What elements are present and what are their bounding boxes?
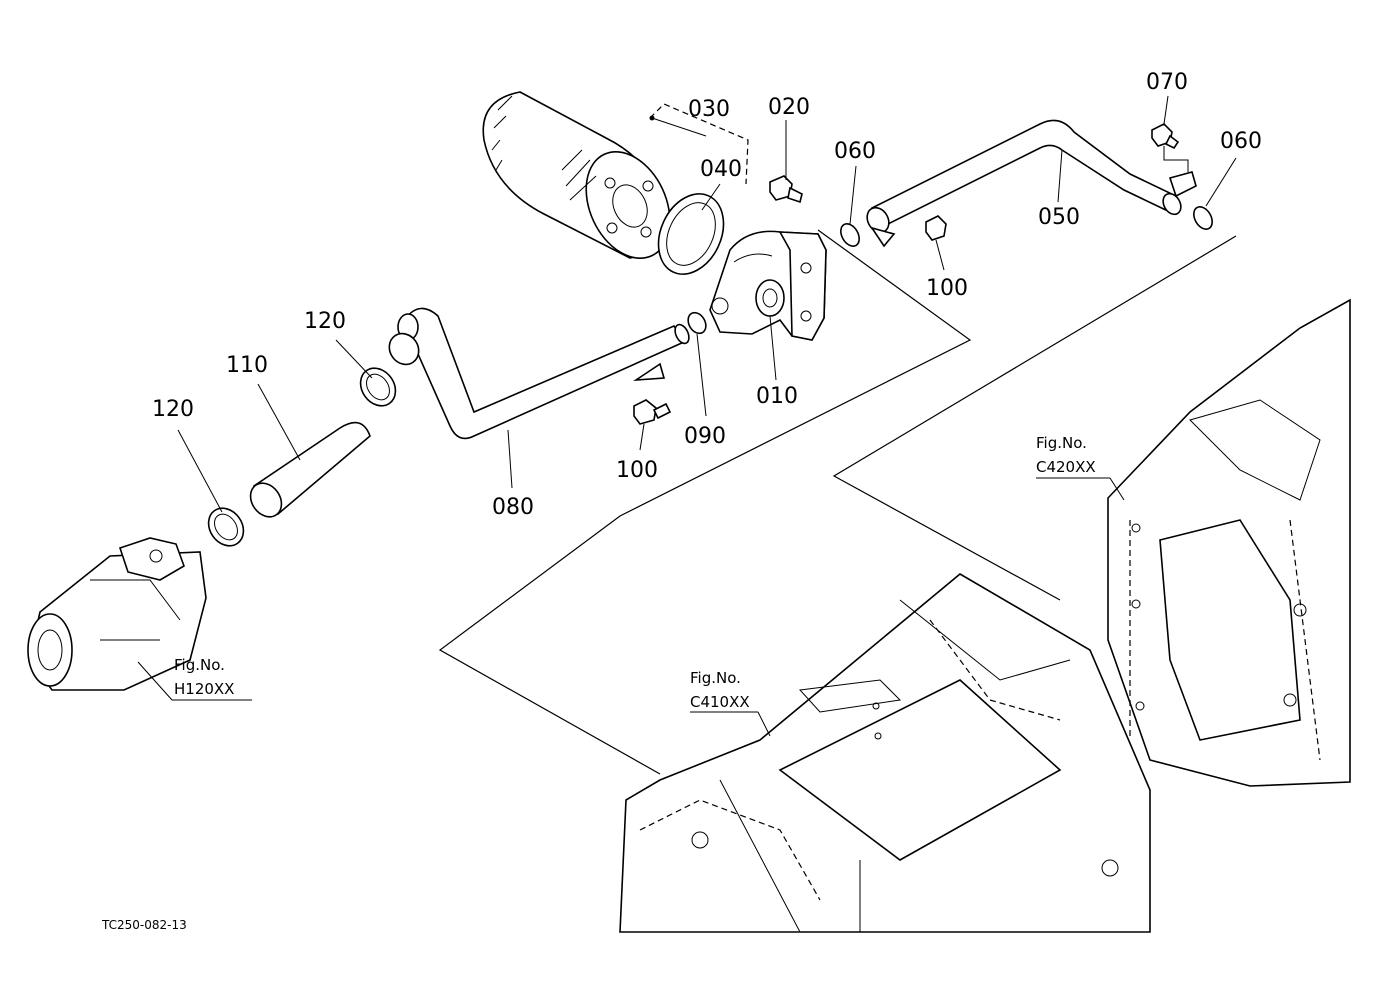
part-label-020: 020 — [768, 95, 810, 120]
bolt-070[interactable] — [1151, 123, 1180, 150]
filter-bracket — [649, 103, 749, 185]
fig-ref-c420-code: C420XX — [1036, 458, 1096, 476]
bolt-100-upper[interactable] — [925, 215, 947, 241]
fig-ref-h120-code: H120XX — [174, 680, 234, 698]
center-case[interactable] — [1107, 298, 1351, 787]
oil-filter[interactable] — [482, 91, 686, 272]
fig-ref-c410-title: Fig.No. — [690, 669, 741, 687]
part-label-050: 050 — [1038, 205, 1080, 230]
part-label-120-lower: 120 — [152, 397, 194, 422]
bolt-020[interactable] — [769, 175, 803, 204]
o-ring-060-right[interactable] — [1190, 204, 1216, 233]
filter-gasket[interactable] — [646, 183, 736, 284]
part-label-070: 070 — [1146, 70, 1188, 95]
part-label-060-left: 060 — [834, 139, 876, 164]
fig-ref-c410-code: C410XX — [690, 693, 750, 711]
fig-ref-h120-title: Fig.No. — [174, 656, 225, 674]
part-label-120-upper: 120 — [304, 309, 346, 334]
part-label-100-lower: 100 — [616, 458, 658, 483]
o-ring-090[interactable] — [685, 309, 710, 336]
transmission-case[interactable] — [619, 573, 1151, 933]
diagram-code: TC250-082-13 — [101, 918, 187, 932]
hose-clamp-120-upper[interactable] — [353, 361, 402, 412]
leader-lines — [137, 95, 1237, 737]
hose-110[interactable] — [244, 421, 371, 523]
part-label-110: 110 — [226, 353, 268, 378]
part-label-060-right: 060 — [1220, 129, 1262, 154]
part-label-030: 030 — [688, 97, 730, 122]
hose-clamp-120-lower[interactable] — [201, 501, 250, 552]
hydraulic-pump[interactable] — [27, 537, 207, 691]
part-label-090: 090 — [684, 424, 726, 449]
part-label-010: 010 — [756, 384, 798, 409]
part-label-100-upper: 100 — [926, 276, 968, 301]
o-ring-060-left[interactable] — [837, 221, 863, 250]
filter-head[interactable] — [709, 230, 827, 341]
bolt-070-leader — [1163, 146, 1189, 172]
connection-outline-filter-head — [438, 229, 972, 775]
hose-clamp-upper-fitting[interactable] — [383, 328, 424, 370]
bolt-100-lower[interactable] — [633, 399, 672, 425]
connection-outline-pipe-050 — [832, 235, 1237, 601]
pipe-050[interactable] — [863, 119, 1197, 248]
part-label-080: 080 — [492, 495, 534, 520]
part-label-040: 040 — [700, 157, 742, 182]
fig-ref-c420-title: Fig.No. — [1036, 434, 1087, 452]
